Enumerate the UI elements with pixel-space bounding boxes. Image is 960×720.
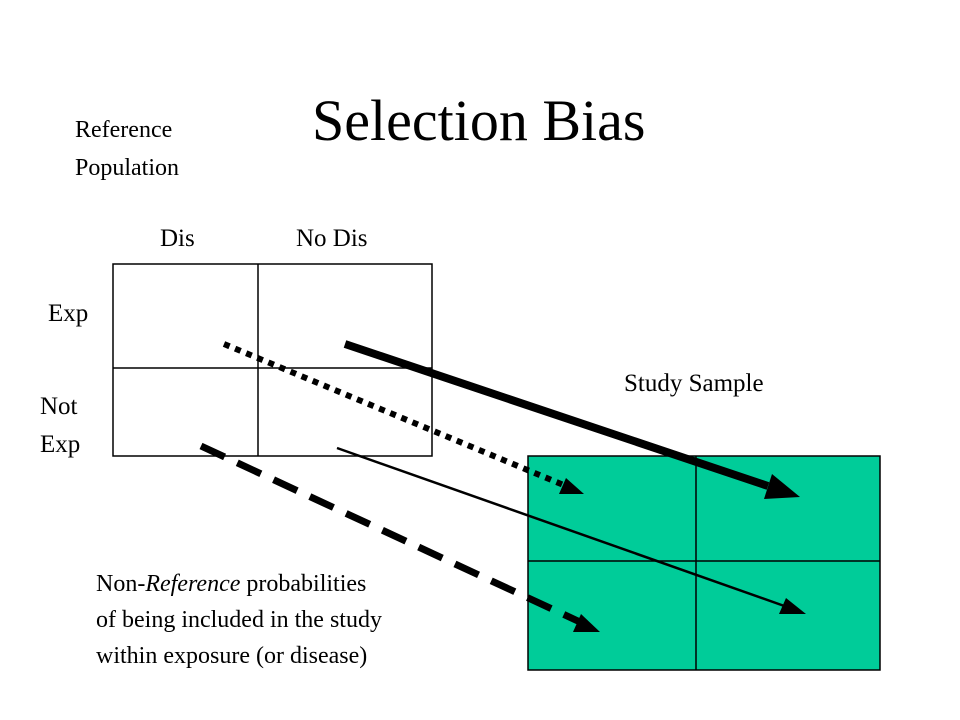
dashed-arrow [199, 442, 582, 626]
note-emphasis: Reference [145, 571, 241, 597]
note-line-1: Non-Reference probabilities [96, 566, 382, 602]
dotted-arrowhead [559, 478, 584, 494]
note-line-3: within exposure (or disease) [96, 643, 368, 669]
reference-population-line-2: Population [75, 155, 180, 181]
thick-solid-arrow [343, 340, 770, 490]
thick-solid-arrowhead [764, 474, 800, 499]
thin-solid-arrow [336, 446, 791, 610]
row-label-not-exp: Not Exp [40, 388, 80, 464]
row-label-not-exp-line-1: Not [40, 393, 78, 420]
reference-population-line-1: Reference [75, 117, 173, 143]
dashed-arrowhead [573, 614, 600, 632]
row-label-not-exp-line-2: Exp [40, 431, 81, 458]
row-label-exp: Exp [48, 300, 89, 327]
note-line-2: of being included in the study [96, 607, 382, 633]
study-sample-label: Study Sample [624, 370, 764, 397]
slide-title: Selection Bias [312, 88, 646, 153]
column-label-no-dis: No Dis [296, 225, 368, 252]
study-sample-table [527, 455, 881, 671]
note-prefix: Non- [96, 571, 146, 597]
non-reference-note: Non-Reference probabilities of being inc… [96, 566, 382, 674]
dotted-arrow [222, 341, 568, 489]
note-line-1-rest: probabilities [240, 571, 367, 597]
reference-table [112, 263, 433, 457]
column-label-dis: Dis [160, 225, 195, 252]
reference-population-label: Reference Population [75, 111, 179, 187]
thin-solid-arrowhead [779, 598, 806, 614]
